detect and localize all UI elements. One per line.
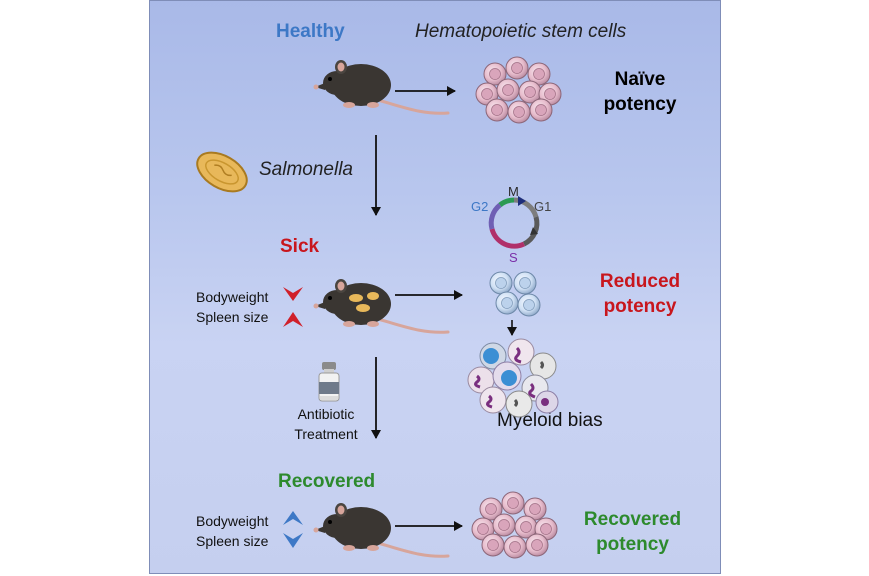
cycle-g1-label: G1 [534, 199, 551, 214]
reduced-potency-line2: potency [603, 296, 677, 317]
healthy-mouse-icon [312, 58, 450, 115]
reduced-hsc-icon [489, 271, 541, 317]
sick-bodyweight-label: Bodyweight [196, 289, 269, 305]
bodyweight-down-arrow-icon [283, 287, 303, 301]
recovered-potency-line1: Recovered [583, 509, 682, 530]
naive-potency-line1: Naïve [614, 69, 666, 90]
salmonella-bacterium-icon [196, 151, 248, 193]
recovered-potency-label: Recovered potency [570, 507, 695, 557]
diagram-panel [149, 0, 721, 574]
recovered-potency-line2: potency [596, 534, 669, 555]
state-recovered-label: Recovered [278, 471, 376, 492]
pathogen-label: Salmonella [259, 159, 353, 180]
antibiotic-line1: Antibiotic [297, 406, 355, 422]
myeloid-cells-icon [467, 338, 559, 418]
antibiotic-line2: Treatment [294, 426, 358, 442]
cycle-s-label: S [509, 250, 518, 265]
naive-potency-line2: potency [603, 94, 677, 115]
reduced-potency-label: Reduced potency [580, 269, 700, 319]
naive-potency-label: Naïve potency [595, 67, 685, 117]
cycle-g2-label: G2 [471, 199, 488, 214]
rec-spleen-label: Spleen size [196, 533, 269, 549]
recovered-hsc-cluster-icon [472, 492, 557, 558]
hsc-heading: Hematopoietic stem cells [415, 21, 627, 42]
cell-cycle-icon [488, 196, 540, 249]
antibiotic-vial-icon [318, 362, 340, 402]
antibiotic-treatment-label: Antibiotic Treatment [282, 404, 370, 444]
reduced-potency-line1: Reduced [599, 271, 681, 292]
cycle-m-label: M [508, 184, 519, 199]
state-healthy-label: Healthy [276, 21, 345, 42]
spleen-up-arrow-icon [283, 312, 303, 327]
healthy-hsc-cluster-icon [476, 57, 561, 123]
state-sick-label: Sick [280, 236, 320, 257]
sick-spleen-label: Spleen size [196, 309, 269, 325]
rec-bodyweight-label: Bodyweight [196, 513, 269, 529]
sick-mouse-icon [312, 277, 450, 334]
bodyweight-up-arrow-icon [283, 511, 303, 525]
spleen-down-arrow-icon [283, 533, 303, 548]
recovered-mouse-icon [312, 501, 450, 558]
